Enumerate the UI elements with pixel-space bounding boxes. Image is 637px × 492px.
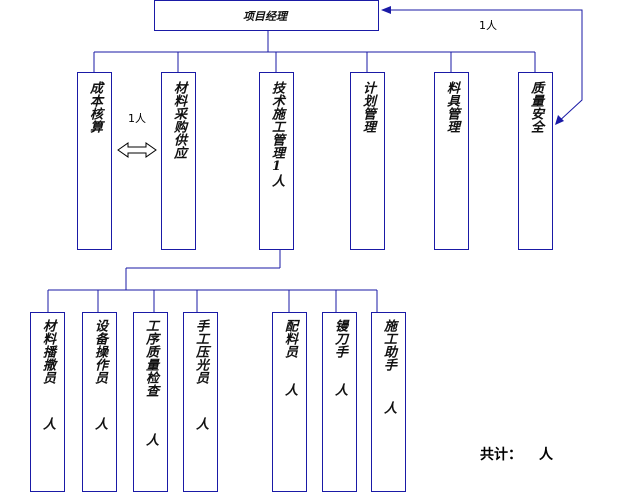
batcher-box: 配料员 人 (272, 312, 307, 492)
project-manager-label: 项目经理 (243, 10, 287, 23)
feedback-arrow-head-top (381, 6, 391, 14)
batcher-count: 人 (282, 383, 297, 396)
material-spreader-box: 材料播撒员 人 (30, 312, 65, 492)
equipment-operator-label: 设备操作员 (92, 319, 107, 384)
procurement-count-label: 1人 (128, 112, 146, 125)
technical-construction-label: 技术施工管理1人 (269, 81, 284, 187)
hand-troweler-label: 手工压光员 (193, 319, 208, 384)
cost-accounting-label: 成本核算 (87, 81, 102, 133)
quality-safety-box: 质量安全 (518, 72, 553, 250)
material-spreader-label: 材料播撒员 (40, 319, 55, 384)
construction-assistant-label: 施工助手 (381, 319, 396, 371)
quality-inspector-label: 工序质量检查 (143, 319, 158, 397)
technical-construction-box: 技术施工管理1人 (259, 72, 294, 250)
equipment-operator-count: 人 (92, 417, 107, 430)
total-unit: 人 (539, 447, 553, 463)
feedback-count-label: 1人 (479, 19, 497, 32)
double-arrow-icon (117, 142, 157, 158)
feedback-arrow-line (382, 9, 583, 125)
trowel-hand-box: 镘刀手 人 (322, 312, 357, 492)
quality-inspector-count: 人 (143, 433, 158, 446)
project-manager-box: 项目经理 (154, 0, 379, 31)
cost-accounting-box: 成本核算 (77, 72, 112, 250)
hand-troweler-count: 人 (193, 417, 208, 430)
batcher-label: 配料员 (282, 319, 297, 358)
planning-management-label: 计划管理 (360, 81, 375, 133)
trowel-hand-label: 镘刀手 (332, 319, 347, 358)
construction-assistant-box: 施工助手 人 (371, 312, 406, 492)
material-procurement-box: 材料采购供应 (161, 72, 196, 250)
equipment-operator-box: 设备操作员 人 (82, 312, 117, 492)
material-spreader-count: 人 (40, 417, 55, 430)
total-label: 共计： (480, 447, 522, 463)
quality-inspector-box: 工序质量检查 人 (133, 312, 168, 492)
trowel-hand-count: 人 (332, 383, 347, 396)
hand-troweler-box: 手工压光员 人 (183, 312, 218, 492)
quality-safety-label: 质量安全 (528, 81, 543, 133)
materials-tools-box: 料具管理 (434, 72, 469, 250)
material-procurement-label: 材料采购供应 (171, 81, 186, 159)
feedback-arrow-head-bottom (555, 115, 564, 125)
materials-tools-label: 料具管理 (444, 81, 459, 133)
construction-assistant-count: 人 (381, 401, 396, 414)
planning-management-box: 计划管理 (350, 72, 385, 250)
